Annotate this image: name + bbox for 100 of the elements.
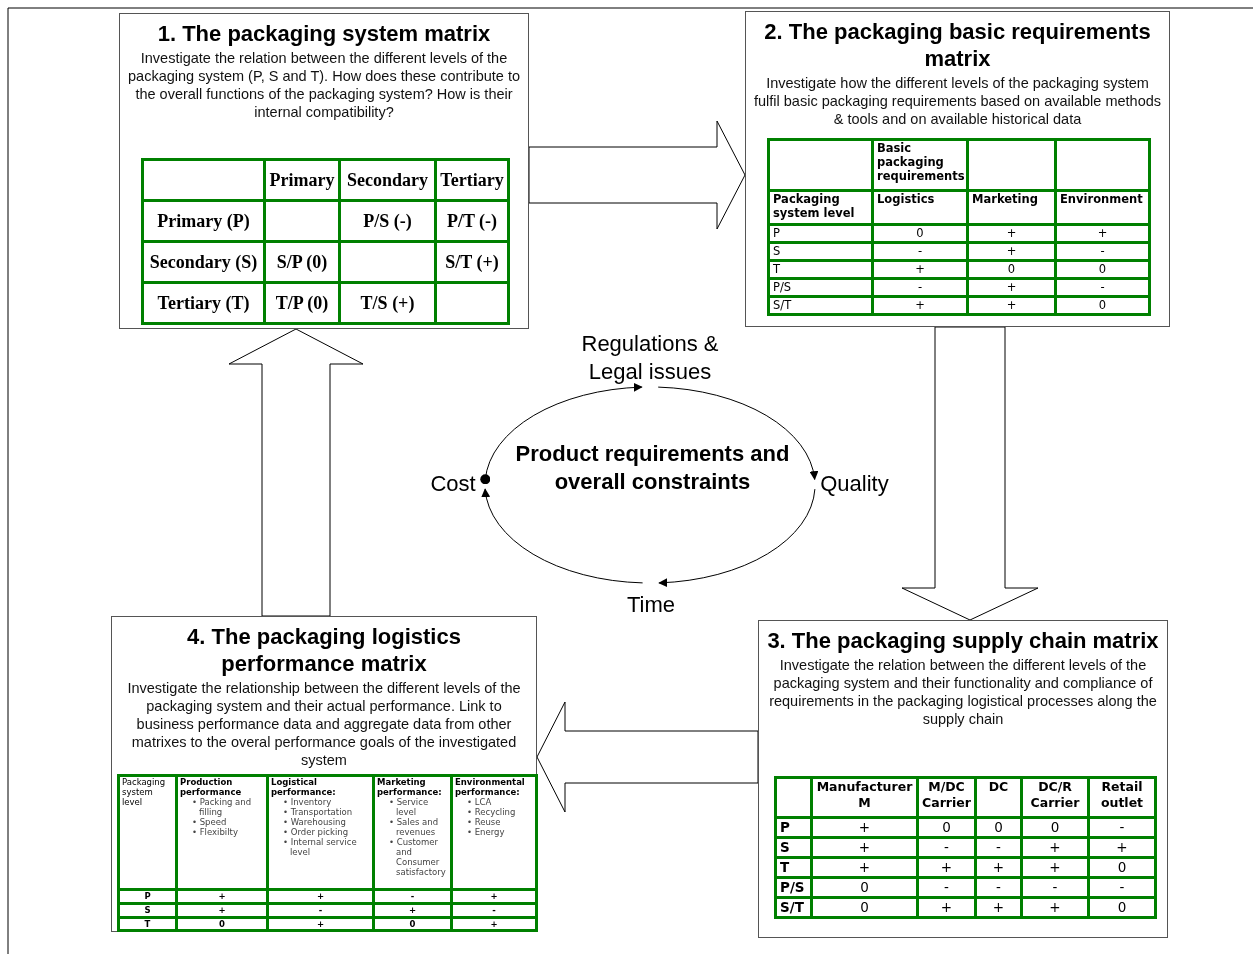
table-cell: -	[917, 877, 976, 898]
table-cell: S	[118, 903, 177, 918]
table-cell: 0	[811, 897, 918, 918]
table-cell: S/T	[768, 296, 873, 315]
cycle-label: Cost	[426, 470, 480, 498]
table-cell: Manufacturer M	[811, 777, 918, 818]
table-cell: +	[967, 224, 1056, 243]
table-cell: +	[975, 897, 1022, 918]
table-cell: +	[373, 903, 452, 918]
table-cell: +	[917, 897, 976, 918]
table-cell: T/S (+)	[339, 282, 436, 324]
cycle-label: Regulations & Legal issues	[565, 330, 735, 386]
list-item: • Recycling	[467, 807, 517, 817]
table-cell: P/T (-)	[435, 200, 509, 242]
block-arrow	[901, 326, 1039, 621]
table-cell: 0	[1088, 897, 1156, 918]
table-cell: T	[775, 857, 812, 878]
center-text: Product requirements and overall constraints	[500, 440, 805, 526]
table-cell: Packaging system level	[768, 190, 873, 225]
table-cell: 0	[1088, 857, 1156, 878]
table-cell: S/T (+)	[435, 241, 509, 283]
table-cell: -	[872, 242, 968, 261]
table-cell: -	[451, 903, 537, 918]
table-cell: +	[967, 278, 1056, 297]
panel-title: 3. The packaging supply chain matrix	[767, 627, 1159, 654]
cycle-arrow	[482, 488, 644, 584]
table-cell: P	[118, 889, 177, 904]
list-item: • Internal service level	[283, 837, 358, 857]
list-item: • Transportation	[283, 807, 354, 817]
table-cell: 0	[967, 260, 1056, 279]
table-cell: M/DC Carrier	[917, 777, 976, 818]
list-item: • Customer and Consumer satisfactory	[389, 837, 447, 877]
table-cell: +	[917, 857, 976, 878]
list-item: • Warehousing	[283, 817, 347, 827]
table-cell: 0	[373, 917, 452, 931]
panel-description: Investigate how the different levels of the packaging system fulfil basic packaging requirements based on available methods & tools and on available historical data	[752, 74, 1163, 128]
table-cell: -	[1088, 817, 1156, 838]
cycle-label: Quality	[817, 470, 892, 498]
list-item: • Order picking	[283, 827, 350, 837]
panel-title: 2. The packaging basic requirements matrix	[763, 18, 1152, 72]
table-cell: DC	[975, 777, 1022, 818]
table-cell: +	[1021, 857, 1089, 878]
table-cell: +	[176, 903, 268, 918]
column-heading: Production performance	[180, 778, 243, 797]
table-cell: 0	[176, 917, 268, 931]
table-cell: P/S	[775, 877, 812, 898]
block-arrow	[228, 328, 364, 617]
table-cell: +	[176, 889, 268, 904]
table-cell: P	[768, 224, 873, 243]
table-cell: Tertiary (T)	[142, 282, 265, 324]
table-cell: -	[872, 278, 968, 297]
table-cell: -	[1088, 877, 1156, 898]
table-cell: +	[1088, 837, 1156, 858]
table-cell: +	[811, 837, 918, 858]
table-cell: -	[1055, 278, 1150, 297]
table-cell: DC/R Carrier	[1021, 777, 1089, 818]
matrix-panel	[111, 616, 537, 932]
matrix-panel	[119, 13, 529, 329]
table-cell: Basic packaging requirements	[872, 139, 968, 191]
table-cell: -	[975, 837, 1022, 858]
table-cell: T/P (0)	[264, 282, 340, 324]
block-arrow	[536, 701, 759, 813]
table-cell: P	[775, 817, 812, 838]
table-cell: Marketing	[967, 190, 1056, 225]
table-cell: +	[451, 889, 537, 904]
table-cell: Tertiary	[435, 159, 509, 201]
table-cell: 0	[1055, 260, 1150, 279]
table-cell: 0	[811, 877, 918, 898]
table-cell: +	[872, 296, 968, 315]
table-cell: 0	[975, 817, 1022, 838]
table-cell: 0	[1021, 817, 1089, 838]
table-cell: Primary	[264, 159, 340, 201]
table-cell: Primary (P)	[142, 200, 265, 242]
list-item: • Packing and filling	[192, 797, 253, 817]
table-cell: Environment	[1055, 190, 1150, 225]
panel-description: Investigate the relation between the different levels of the packaging system and their functionality and compliance of requirements in the packaging logistical processes along the supply chain	[768, 656, 1158, 728]
table-cell: P/S (-)	[339, 200, 436, 242]
table-cell: -	[373, 889, 452, 904]
list-item: • Reuse	[467, 817, 502, 827]
panel-title: 1. The packaging system matrix	[156, 20, 492, 47]
table-cell: Secondary	[339, 159, 436, 201]
table-cell: +	[1021, 837, 1089, 858]
table-cell: +	[811, 817, 918, 838]
cycle-arrow	[658, 488, 816, 587]
table-cell: -	[975, 877, 1022, 898]
table-cell: S	[768, 242, 873, 261]
table-cell: Retail outlet	[1088, 777, 1156, 818]
matrix-panel	[758, 620, 1168, 938]
table-cell: +	[872, 260, 968, 279]
cycle-arrow	[480, 383, 643, 485]
column-heading: Logistical performance:	[271, 778, 337, 797]
table-cell: Secondary (S)	[142, 241, 265, 283]
table-cell: -	[1021, 877, 1089, 898]
table-cell: +	[1021, 897, 1089, 918]
table-cell: T	[768, 260, 873, 279]
table-cell: -	[917, 837, 976, 858]
table-cell: +	[975, 857, 1022, 878]
list-item: • Inventory	[283, 797, 333, 807]
table-cell: +	[267, 917, 374, 931]
column-heading: Marketing performance:	[377, 778, 443, 797]
